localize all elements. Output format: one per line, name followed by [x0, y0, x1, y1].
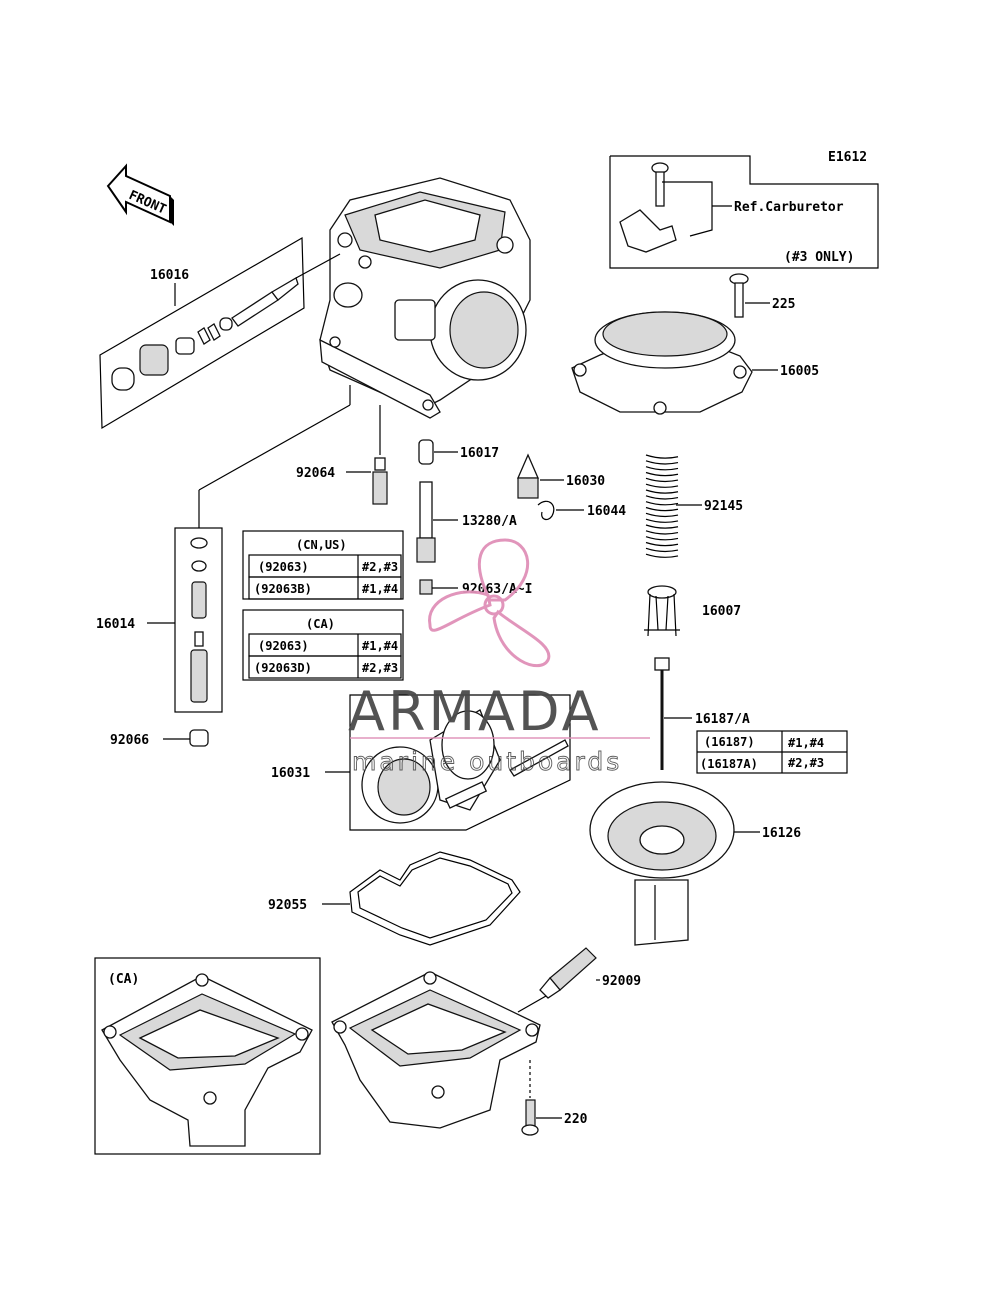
part-92066-cap: 92066	[110, 729, 209, 748]
part-float-bowl	[331, 971, 541, 1129]
table-ca-row2-part: (92063D)	[254, 661, 312, 675]
part-16014-assembly: 16014	[96, 385, 351, 713]
table-ca-row1-cyl: #1,#4	[362, 639, 398, 653]
label-92009: 92009	[602, 974, 641, 989]
label-225: 225	[772, 297, 795, 312]
armada-watermark: ARMADA marine outboards	[348, 538, 650, 776]
part-16016-assembly: 16016	[99, 236, 341, 430]
carburetor-body	[319, 177, 531, 419]
label-16007: 16007	[702, 604, 741, 619]
table-needle-row1-cyl: #1,#4	[788, 736, 824, 750]
label-16016: 16016	[150, 268, 189, 283]
table-ca-row1-part: (92063)	[258, 639, 309, 653]
table-needle-row1-part: (16187)	[704, 735, 755, 749]
watermark-tagline: marine outboards	[352, 747, 622, 776]
part-16005-cover: 16005	[571, 311, 819, 415]
label-92145: 92145	[704, 499, 743, 514]
diagram-code: E1612	[828, 150, 867, 165]
part-16044-clip: 16044	[537, 500, 626, 521]
part-220-screw: 220	[521, 1060, 588, 1136]
label-92066: 92066	[110, 733, 149, 748]
ref-carburetor-text: Ref.Carburetor	[734, 200, 844, 215]
table-ca-row2-cyl: #2,#3	[362, 661, 398, 675]
front-arrow-icon: FRONT	[106, 163, 174, 226]
label-16031: 16031	[271, 766, 310, 781]
label-92055: 92055	[268, 898, 307, 913]
table-cn-us-header: (CN,US)	[296, 538, 347, 552]
label-92064: 92064	[296, 466, 335, 481]
part-16017: 16017	[418, 439, 499, 465]
table-cn-us: (CN,US) (92063) #2,#3 (92063B) #1,#4	[242, 530, 404, 600]
part-16126-diaphragm: 16126	[589, 781, 801, 946]
part-92064-jet: 92064	[296, 405, 388, 505]
part-16187-jet-needle: 16187/A	[654, 657, 750, 770]
table-cn-us-row1-cyl: #2,#3	[362, 560, 398, 574]
label-16044: 16044	[587, 504, 626, 519]
table-cn-us-row2-cyl: #1,#4	[362, 582, 398, 596]
part-16031-throttle: 16031	[271, 694, 571, 831]
label-16126: 16126	[762, 826, 801, 841]
ref-carburetor-box: Ref.Carburetor (#3 ONLY)	[609, 155, 879, 269]
label-16030: 16030	[566, 474, 605, 489]
part-16007-holder: 16007	[644, 585, 741, 637]
label-13280: 13280/A	[462, 514, 517, 529]
label-16187: 16187/A	[695, 712, 750, 727]
label-220: 220	[564, 1112, 588, 1127]
table-ca: (CA) (92063) #1,#4 (92063D) #2,#3	[242, 609, 404, 681]
table-needle-row2-part: (16187A)	[700, 757, 758, 771]
part-92009-screw: 92009	[517, 947, 641, 1013]
part-92055-gasket: 92055	[268, 851, 521, 946]
part-92145-spring: 92145	[645, 454, 743, 558]
ca-bowl-label: (CA)	[108, 972, 139, 987]
ref-carburetor-note: (#3 ONLY)	[784, 250, 854, 265]
label-16005: 16005	[780, 364, 819, 379]
table-needle: (16187) #1,#4 (16187A) #2,#3	[696, 730, 848, 774]
part-16030-float-valve: 16030	[517, 453, 605, 499]
label-16014: 16014	[96, 617, 135, 632]
part-225-screw: 225	[729, 273, 795, 318]
label-16017: 16017	[460, 446, 499, 461]
part-92063-main-jet: 92063/A~I	[419, 579, 532, 597]
part-ca-float-bowl: (CA)	[94, 957, 321, 1155]
watermark-brand: ARMADA	[348, 680, 602, 743]
table-cn-us-row2-part: (92063B)	[254, 582, 312, 596]
part-13280-needle-jet: 13280/A	[416, 481, 517, 563]
propeller-logo-icon	[428, 538, 551, 668]
table-needle-row2-cyl: #2,#3	[788, 756, 824, 770]
table-cn-us-row1-part: (92063)	[258, 560, 309, 574]
table-ca-header: (CA)	[306, 617, 335, 631]
